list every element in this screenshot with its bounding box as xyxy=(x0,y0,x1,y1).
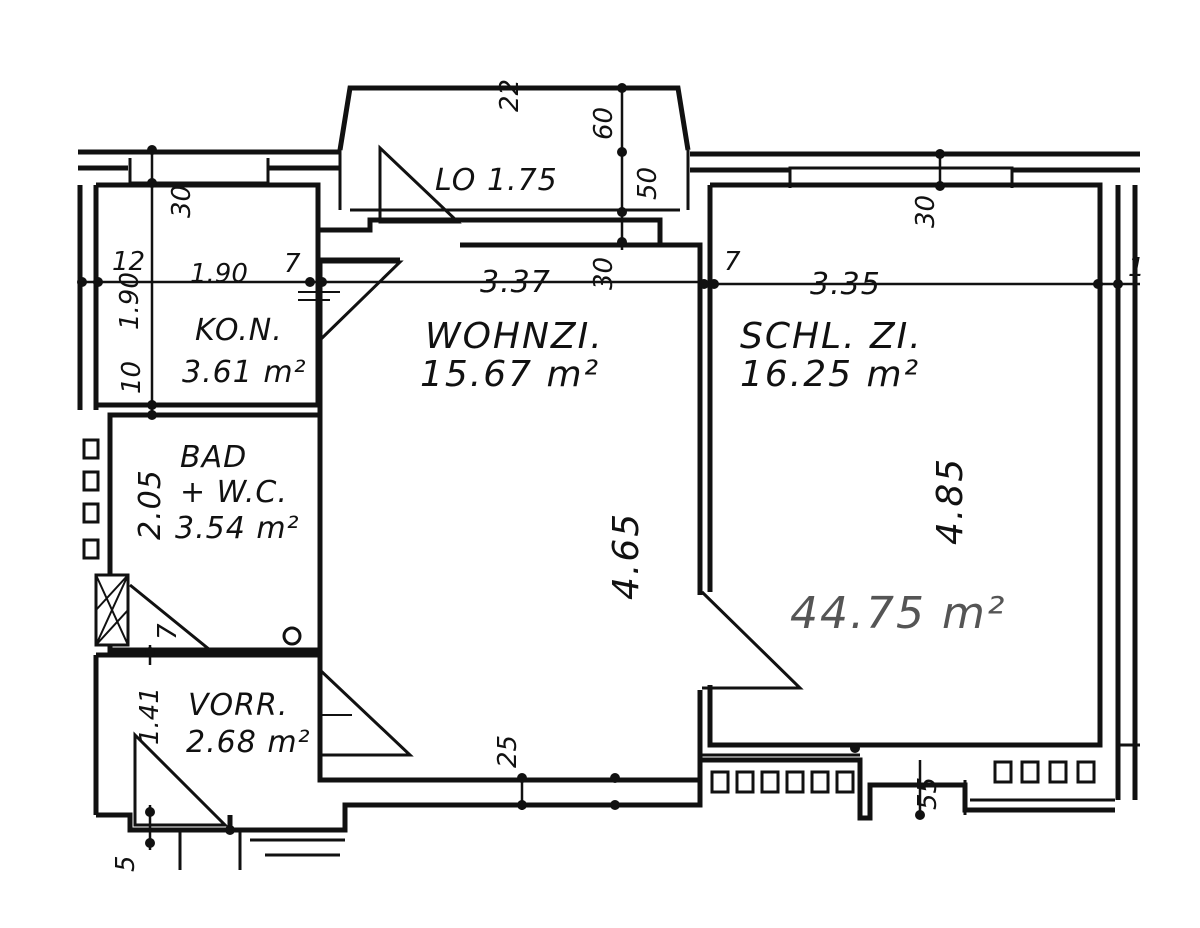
bedroom-depth: 4.85 xyxy=(930,457,971,545)
bath-name-2: + W.C. xyxy=(180,475,288,510)
hall-depth: 1.41 xyxy=(135,687,165,745)
bedroom-area: 16.25 m² xyxy=(740,354,920,395)
dimension-lines xyxy=(80,88,1140,850)
bath-name-1: BAD xyxy=(180,440,247,475)
dim-22: 22 xyxy=(495,79,525,112)
radiator-vents xyxy=(82,438,1096,794)
dim-7-bedroom: 7 xyxy=(724,247,741,277)
kitchen-depth: 1.90 xyxy=(115,272,145,330)
living-name: WOHNZI. xyxy=(425,316,604,357)
total-area-handwritten: 44.75 m² xyxy=(790,588,1006,639)
dim-25: 25 xyxy=(493,735,523,768)
kitchen-name: KO.N. xyxy=(195,313,283,348)
bath-area: 3.54 m² xyxy=(175,511,300,546)
dim-60: 60 xyxy=(589,107,619,140)
bedroom-width: 3.35 xyxy=(810,267,881,302)
dim-30-kitchen: 30 xyxy=(167,185,197,218)
dim-5: 5 xyxy=(111,855,141,872)
living-area: 15.67 m² xyxy=(420,354,600,395)
dim-30-living: 30 xyxy=(589,257,619,290)
dim-55: 55 xyxy=(913,777,943,810)
kitchen-area: 3.61 m² xyxy=(182,355,307,390)
dim-7-bath: 7 xyxy=(153,623,183,640)
dim-30-bedroom: 30 xyxy=(911,195,941,228)
dim-50: 50 xyxy=(633,167,663,200)
bedroom-name: SCHL. ZI. xyxy=(740,316,923,357)
living-depth: 4.65 xyxy=(606,512,647,600)
dim-1: 1 xyxy=(1128,253,1145,283)
kitchen-width: 1.90 xyxy=(190,259,248,289)
door-swings xyxy=(129,144,804,827)
dim-10: 10 xyxy=(117,361,147,394)
dim-12: 12 xyxy=(112,247,145,277)
dim-7-kitchen: 7 xyxy=(284,249,301,279)
bath-depth: 2.05 xyxy=(133,469,168,540)
dimension-dots xyxy=(77,83,1123,848)
hall-area: 2.68 m² xyxy=(186,725,311,760)
hall-name: VORR. xyxy=(188,688,288,723)
loggia-label: LO 1.75 xyxy=(435,163,558,198)
living-width: 3.37 xyxy=(480,265,551,300)
